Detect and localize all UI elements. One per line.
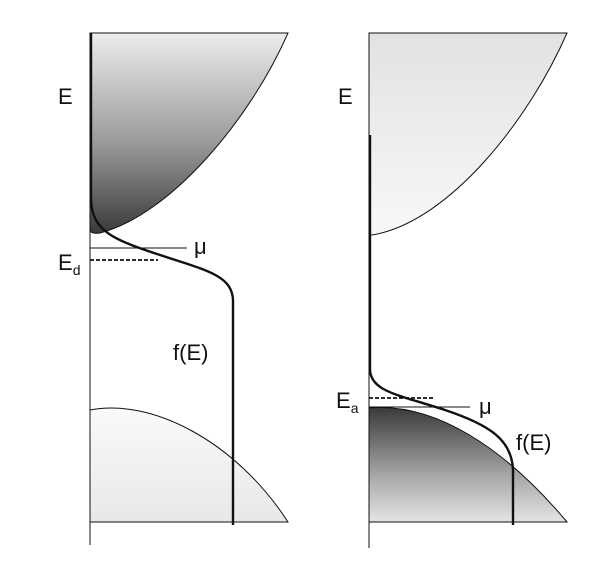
left-valence-band — [89, 407, 289, 523]
right-fermi-curve — [368, 135, 515, 525]
right-acceptor-level-subscript: a — [351, 400, 359, 416]
left-fE-label: f(E) — [173, 340, 208, 365]
right-acceptor-level-main: E — [336, 388, 351, 413]
left-energy-label: E — [58, 84, 73, 109]
right-panel-acceptor: E Ea μ f(E) — [336, 32, 569, 548]
right-conduction-band — [368, 32, 568, 236]
right-fE-label: f(E) — [516, 430, 551, 455]
right-energy-label: E — [338, 84, 353, 109]
left-donor-level-subscript: d — [73, 262, 81, 278]
left-conduction-band — [89, 32, 289, 234]
right-valence-band — [368, 406, 569, 523]
left-donor-level-label: Ed — [58, 250, 80, 278]
left-fermi-curve — [89, 33, 235, 525]
left-panel-donor: E μ Ed f(E) — [58, 32, 289, 545]
left-donor-level-main: E — [58, 250, 73, 275]
left-mu-label: μ — [194, 234, 207, 259]
right-mu-label: μ — [479, 394, 492, 419]
right-acceptor-level-label: Ea — [336, 388, 359, 416]
